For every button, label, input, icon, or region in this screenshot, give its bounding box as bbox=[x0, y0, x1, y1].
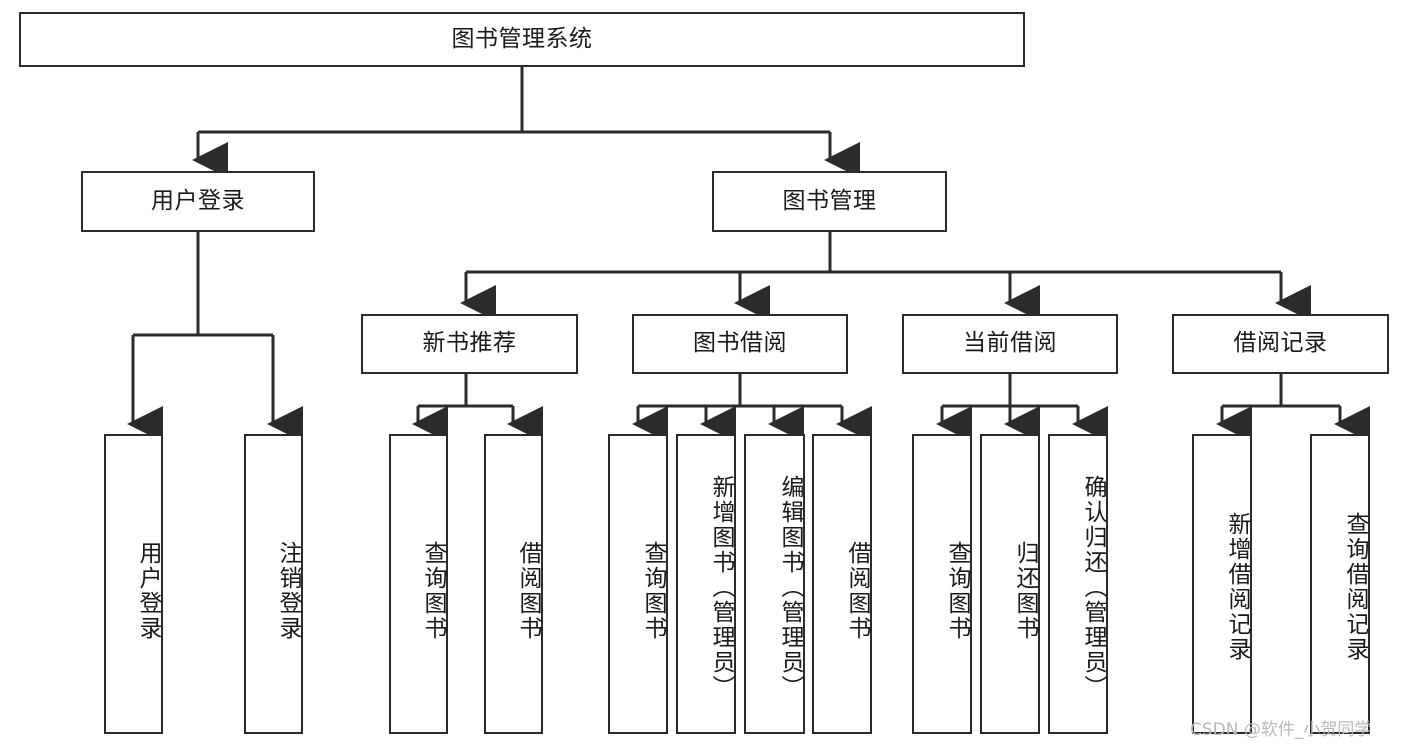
leaf-new-book-borrow-book[interactable]: 借阅图书 bbox=[484, 434, 543, 734]
node-book-management[interactable]: 图书管理 bbox=[712, 171, 947, 232]
leaf-borrow-records-query-record[interactable]: 查询借阅记录 bbox=[1310, 434, 1370, 734]
leaf-book-borrow-borrow-book[interactable]: 借阅图书 bbox=[812, 434, 872, 734]
leaf-book-borrow-query-book[interactable]: 查询图书 bbox=[608, 434, 668, 734]
leaf-book-borrow-edit-book-admin[interactable]: 编辑图书（管理员） bbox=[744, 434, 805, 734]
leaf-current-borrow-return-book[interactable]: 归还图书 bbox=[980, 434, 1040, 734]
leaf-user-login-logout[interactable]: 注销登录 bbox=[244, 434, 303, 734]
leaf-current-borrow-confirm-return-admin[interactable]: 确认归还（管理员） bbox=[1048, 434, 1108, 734]
node-root-book-management-system[interactable]: 图书管理系统 bbox=[19, 12, 1025, 67]
node-borrow-records[interactable]: 借阅记录 bbox=[1172, 314, 1389, 374]
leaf-current-borrow-query-book[interactable]: 查询图书 bbox=[912, 434, 972, 734]
node-current-borrow[interactable]: 当前借阅 bbox=[902, 314, 1118, 374]
leaf-new-book-query-book[interactable]: 查询图书 bbox=[389, 434, 448, 734]
leaf-user-login-login[interactable]: 用户登录 bbox=[104, 434, 163, 734]
leaf-borrow-records-add-record[interactable]: 新增借阅记录 bbox=[1192, 434, 1252, 734]
node-book-borrow[interactable]: 图书借阅 bbox=[632, 314, 848, 374]
node-new-book-recommend[interactable]: 新书推荐 bbox=[361, 314, 578, 374]
csdn-watermark: CSDN @软件_小贺同学 bbox=[1190, 720, 1372, 740]
leaf-book-borrow-add-book-admin[interactable]: 新增图书（管理员） bbox=[676, 434, 736, 734]
node-user-login[interactable]: 用户登录 bbox=[81, 171, 315, 232]
